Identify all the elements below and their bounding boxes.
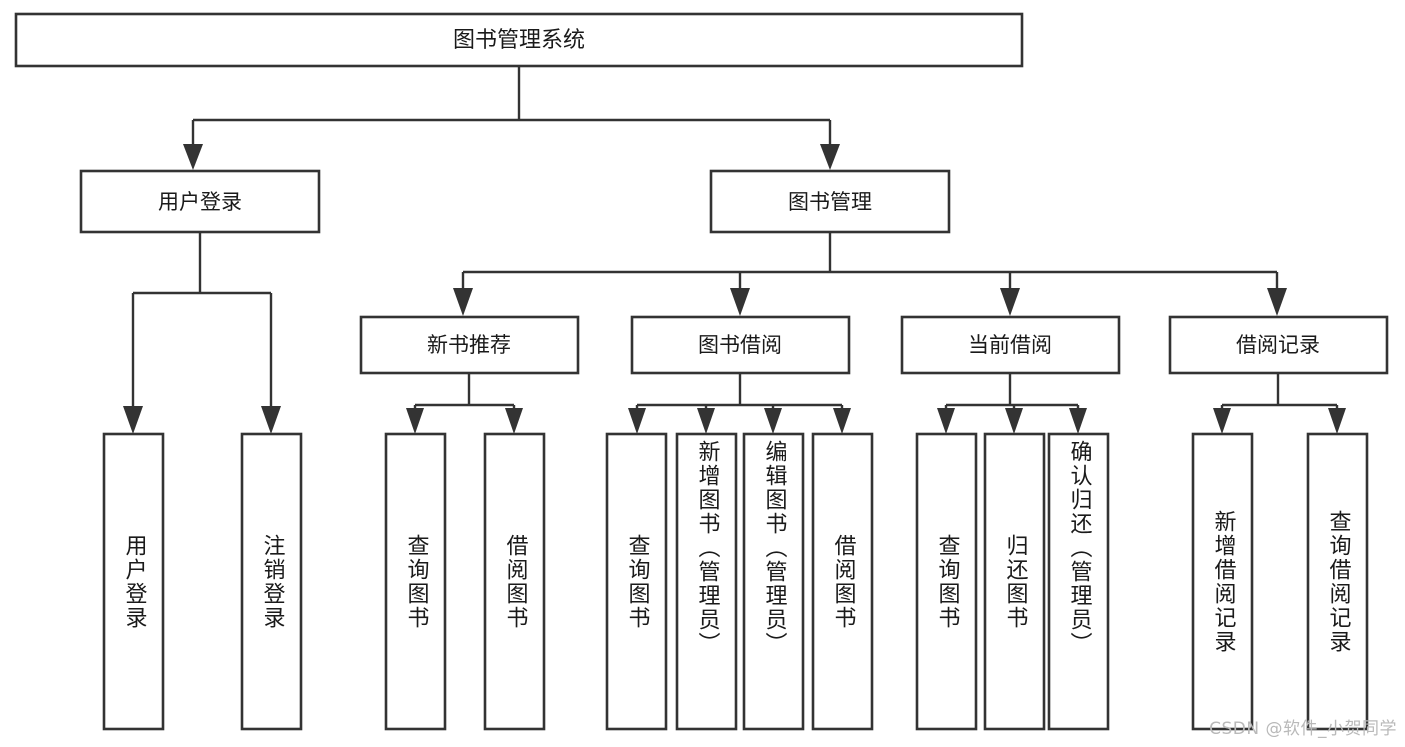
arrowhead-to-records <box>1267 288 1287 316</box>
leaf-box-current-confirm[interactable] <box>1047 432 1110 731</box>
arrowhead-userlogin-leaf-1 <box>123 406 143 434</box>
arrowhead-newbook-leaf-2 <box>505 408 523 434</box>
node-current-borrow-label: 当前借阅 <box>968 333 1052 357</box>
node-current-borrow-box[interactable] <box>900 315 1121 375</box>
node-book-management-label: 图书管理 <box>788 190 872 214</box>
leaf-box-borrow-query[interactable] <box>605 432 668 731</box>
leaf-box-newbook-borrow[interactable] <box>483 432 546 731</box>
arrowhead-borrow-leaf-2 <box>697 408 715 434</box>
leaf-box-borrow-edit[interactable] <box>742 432 805 731</box>
node-root-box[interactable] <box>14 12 1024 68</box>
leaf-box-borrow-add[interactable] <box>675 432 738 731</box>
node-book-borrow-box[interactable] <box>630 315 851 375</box>
arrowhead-current-leaf-1 <box>937 408 955 434</box>
leaf-box-records-query[interactable] <box>1306 432 1369 731</box>
arrowhead-to-new-book <box>453 288 473 316</box>
node-borrow-records-label: 借阅记录 <box>1236 333 1320 357</box>
node-user-login-label: 用户登录 <box>158 190 242 214</box>
arrowhead-borrow-leaf-3 <box>764 408 782 434</box>
node-user-login[interactable]: 用户登录 <box>79 169 321 234</box>
node-borrow-records-box[interactable] <box>1168 315 1389 375</box>
arrowhead-to-current <box>1000 288 1020 316</box>
node-borrow-records[interactable]: 借阅记录 <box>1168 315 1389 375</box>
arrowhead-to-user-login <box>183 144 203 170</box>
arrowhead-records-leaf-2 <box>1328 408 1346 434</box>
leaf-box-records-add[interactable] <box>1191 432 1254 731</box>
node-new-book-recommend-label: 新书推荐 <box>427 333 511 357</box>
node-current-borrow[interactable]: 当前借阅 <box>900 315 1121 375</box>
arrowhead-current-leaf-3 <box>1069 408 1087 434</box>
leaf-box-user-login[interactable] <box>102 432 165 731</box>
leaf-box-newbook-query[interactable] <box>384 432 447 731</box>
node-root[interactable]: 图书管理系统 <box>14 12 1024 68</box>
leaf-box-current-query[interactable] <box>915 432 978 731</box>
watermark-text: CSDN @软件_小贺同学 <box>1209 719 1397 739</box>
node-new-book-recommend[interactable]: 新书推荐 <box>359 315 580 375</box>
node-book-management-box[interactable] <box>709 169 951 234</box>
leaf-box-logout[interactable] <box>240 432 303 731</box>
node-book-borrow[interactable]: 图书借阅 <box>630 315 851 375</box>
arrowhead-records-leaf-1 <box>1213 408 1231 434</box>
arrowhead-current-leaf-2 <box>1005 408 1023 434</box>
leaf-box-borrow-lend[interactable] <box>811 432 874 731</box>
arrowhead-to-book-mgmt <box>820 144 840 170</box>
arrowhead-newbook-leaf-1 <box>406 408 424 434</box>
node-root-label: 图书管理系统 <box>453 28 585 53</box>
node-book-borrow-label: 图书借阅 <box>698 333 782 357</box>
arrowhead-borrow-leaf-1 <box>628 408 646 434</box>
node-new-book-recommend-box[interactable] <box>359 315 580 375</box>
arrowhead-to-borrow <box>730 288 750 316</box>
arrowhead-userlogin-leaf-2 <box>261 406 281 434</box>
leaf-box-current-return[interactable] <box>983 432 1046 731</box>
node-book-management[interactable]: 图书管理 <box>709 169 951 234</box>
arrowhead-borrow-leaf-4 <box>833 408 851 434</box>
